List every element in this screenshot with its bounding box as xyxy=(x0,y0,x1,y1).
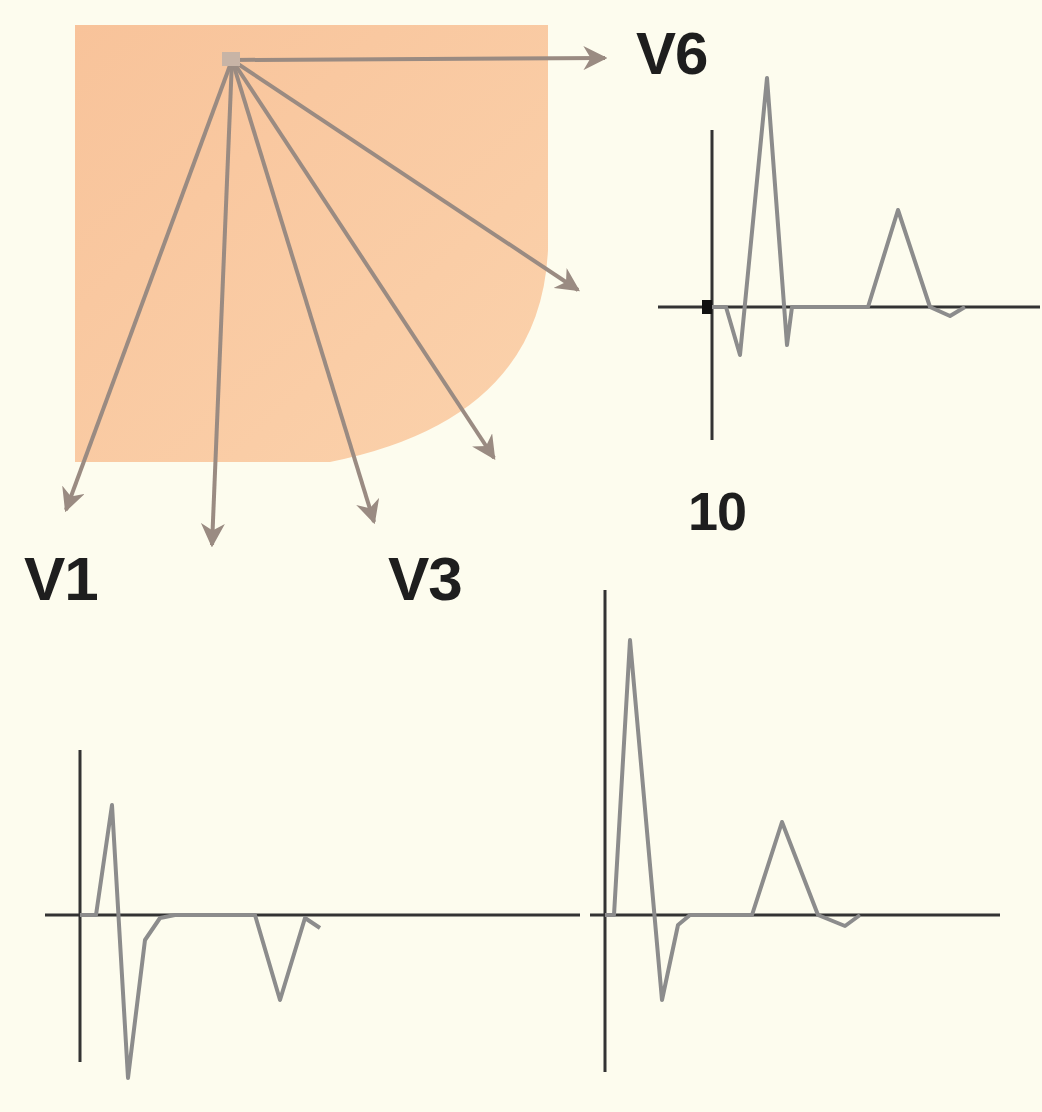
lead-name: V3 xyxy=(388,548,462,610)
v1-trace xyxy=(45,750,580,1078)
origin-mark xyxy=(222,52,240,66)
lead-name: V6 xyxy=(636,24,707,84)
v6-trace xyxy=(658,78,1040,440)
v3-trace xyxy=(590,590,1000,1072)
scale-number: 10 xyxy=(688,484,746,538)
lead-name: V1 xyxy=(24,548,98,610)
lead-vectors xyxy=(66,58,605,545)
chest-region xyxy=(75,25,548,462)
